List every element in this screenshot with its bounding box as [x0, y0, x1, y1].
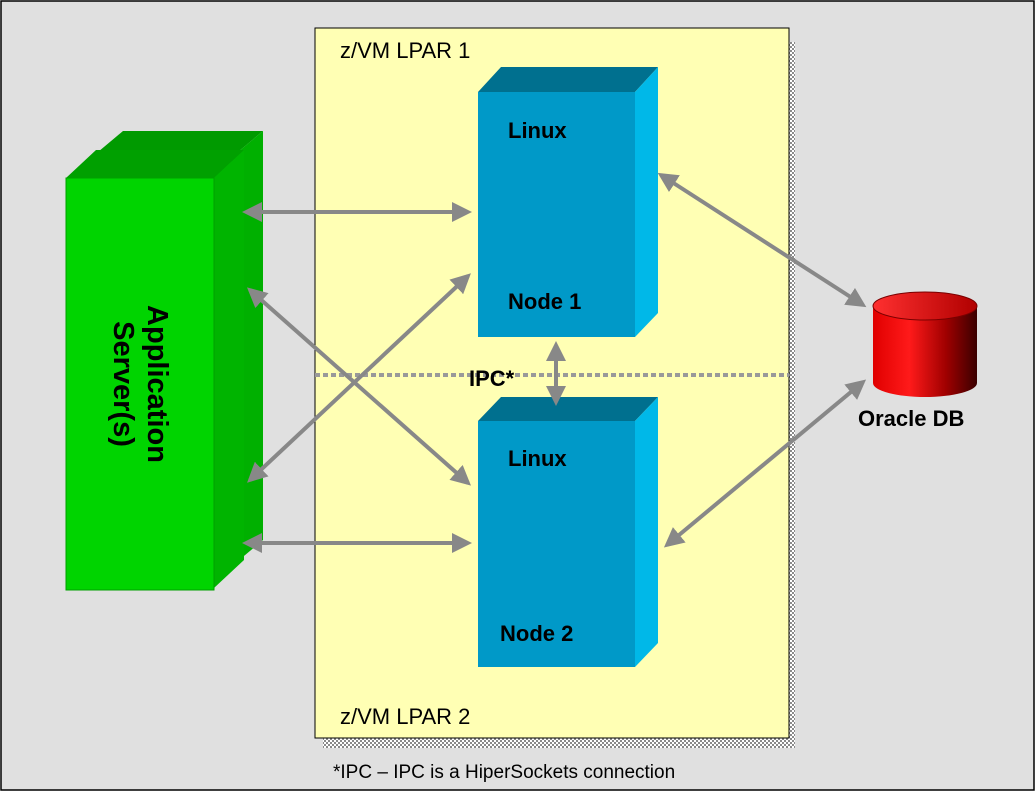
application-server-stack — [65, 131, 263, 591]
node-1-name-label: Node 1 — [508, 289, 582, 314]
node-2-name-label: Node 2 — [500, 621, 574, 646]
ipc-label: IPC* — [469, 366, 515, 391]
node-2-os-label: Linux — [508, 446, 567, 471]
oracle-db-cylinder — [872, 291, 978, 397]
application-server-label-line-2: Server(s) — [107, 321, 139, 447]
node-1 — [478, 67, 658, 337]
lpar-2-label: z/VM LPAR 2 — [340, 704, 471, 729]
node-1-os-label: Linux — [508, 118, 567, 143]
oracle-db-label: Oracle DB — [858, 406, 965, 431]
node-2 — [478, 397, 658, 667]
lpar-1-label: z/VM LPAR 1 — [340, 38, 471, 63]
application-server-label-line-1: Application — [141, 305, 173, 463]
connection-arrows — [242, 172, 867, 553]
application-server-label: Application Server(s) — [106, 305, 174, 463]
footnote: *IPC – IPC is a HiperSockets connection — [333, 762, 676, 783]
